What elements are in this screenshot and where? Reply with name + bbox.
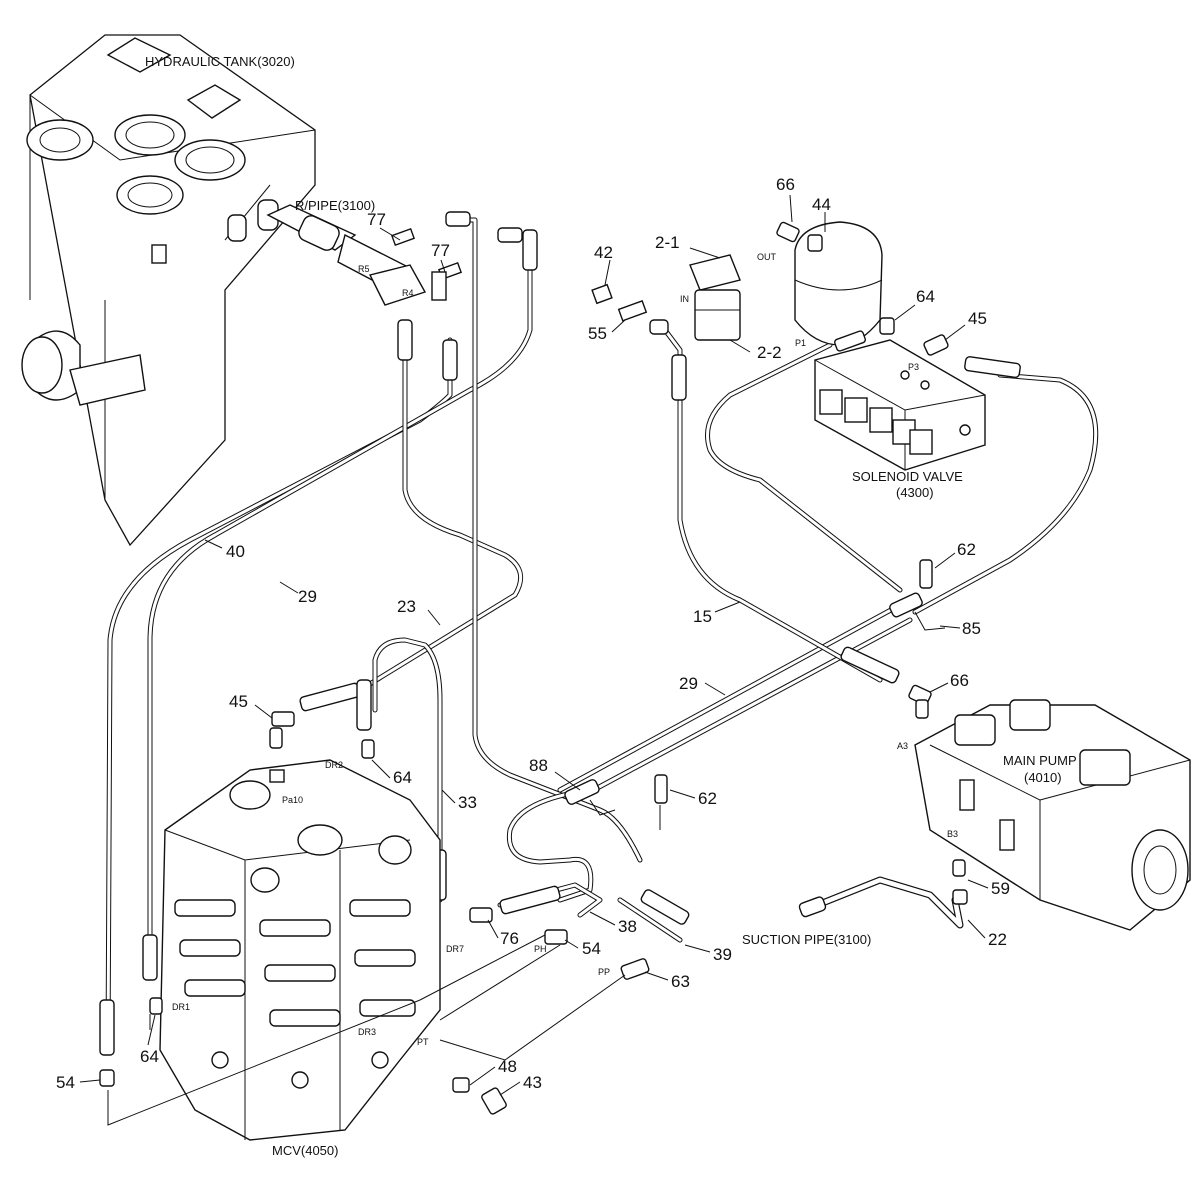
port-pt-label: PT bbox=[417, 1037, 429, 1047]
clamp-85 bbox=[889, 559, 946, 631]
callout-85: 85 bbox=[962, 619, 981, 638]
callout-23: 23 bbox=[397, 597, 416, 616]
suction-pipe-label: SUCTION PIPE(3100) bbox=[742, 932, 871, 947]
return-pipe bbox=[266, 204, 463, 306]
callout-59: 59 bbox=[991, 879, 1010, 898]
callout-40: 40 bbox=[226, 542, 245, 561]
callout-29-left: 29 bbox=[298, 587, 317, 606]
hose-fittings bbox=[99, 211, 1021, 1056]
port-in-label: IN bbox=[680, 294, 689, 304]
port-dr1-label: DR1 bbox=[172, 1002, 190, 1012]
solenoid-valve-label: SOLENOID VALVE bbox=[852, 469, 963, 484]
callout-76: 76 bbox=[500, 929, 519, 948]
callout-88: 88 bbox=[529, 756, 548, 775]
main-pump-label: MAIN PUMP bbox=[1003, 753, 1077, 768]
main-pump-number: (4010) bbox=[1024, 770, 1062, 785]
callout-54-lower: 54 bbox=[56, 1073, 75, 1092]
callout-63: 63 bbox=[671, 972, 690, 991]
callout-44: 44 bbox=[812, 195, 831, 214]
callout-77-upper: 77 bbox=[367, 210, 386, 229]
main-pump bbox=[908, 684, 1191, 931]
pilot-filter bbox=[591, 254, 741, 341]
port-pp-label: PP bbox=[598, 967, 610, 977]
callout-38: 38 bbox=[618, 917, 637, 936]
port-p1-label: P1 bbox=[795, 338, 806, 348]
port-out-label: OUT bbox=[757, 252, 777, 262]
clamp-88 bbox=[564, 774, 668, 830]
port-dr2-label: DR2 bbox=[325, 760, 343, 770]
callout-62-lower: 62 bbox=[698, 789, 717, 808]
callout-55: 55 bbox=[588, 324, 607, 343]
hose-routing bbox=[105, 217, 1099, 1053]
callout-66-lower: 66 bbox=[950, 671, 969, 690]
callout-77-lower: 77 bbox=[431, 241, 450, 260]
callout-64-lower: 64 bbox=[140, 1047, 159, 1066]
callout-2-1: 2-1 bbox=[655, 233, 680, 252]
callout-64-middle: 64 bbox=[393, 768, 412, 787]
callout-62-upper: 62 bbox=[957, 540, 976, 559]
port-p3-label: P3 bbox=[908, 362, 919, 372]
callout-29-right: 29 bbox=[679, 674, 698, 693]
port-b3-label: B3 bbox=[947, 829, 958, 839]
callout-45-upper: 45 bbox=[968, 309, 987, 328]
port-dr3-label: DR3 bbox=[358, 1027, 376, 1037]
callout-33: 33 bbox=[458, 793, 477, 812]
port-r5-label: R5 bbox=[358, 264, 370, 274]
hydraulic-tank bbox=[21, 34, 316, 547]
callout-22: 22 bbox=[988, 930, 1007, 949]
solenoid-valve-number: (4300) bbox=[896, 485, 934, 500]
callout-48: 48 bbox=[498, 1057, 517, 1076]
callout-45-lower: 45 bbox=[229, 692, 248, 711]
return-pipe-label: R/PIPE(3100) bbox=[295, 198, 375, 213]
port-r4-label: R4 bbox=[402, 288, 414, 298]
mcv bbox=[99, 711, 650, 1141]
hydraulic-tank-label: HYDRAULIC TANK(3020) bbox=[145, 54, 295, 69]
callout-64-upper: 64 bbox=[916, 287, 935, 306]
port-dr7-label: DR7 bbox=[446, 944, 464, 954]
accumulator bbox=[776, 221, 883, 346]
callout-39: 39 bbox=[713, 945, 732, 964]
callout-42: 42 bbox=[594, 243, 613, 262]
callout-66-upper: 66 bbox=[776, 175, 795, 194]
port-ph-label: PH bbox=[534, 944, 547, 954]
solenoid-valve bbox=[814, 317, 986, 471]
port-a3-label: A3 bbox=[897, 741, 908, 751]
callout-2-2: 2-2 bbox=[757, 343, 782, 362]
port-pa10-label: Pa10 bbox=[282, 795, 303, 805]
mcv-label: MCV(4050) bbox=[272, 1143, 338, 1158]
callout-43: 43 bbox=[523, 1073, 542, 1092]
callout-54-middle: 54 bbox=[582, 939, 601, 958]
callout-15: 15 bbox=[693, 607, 712, 626]
